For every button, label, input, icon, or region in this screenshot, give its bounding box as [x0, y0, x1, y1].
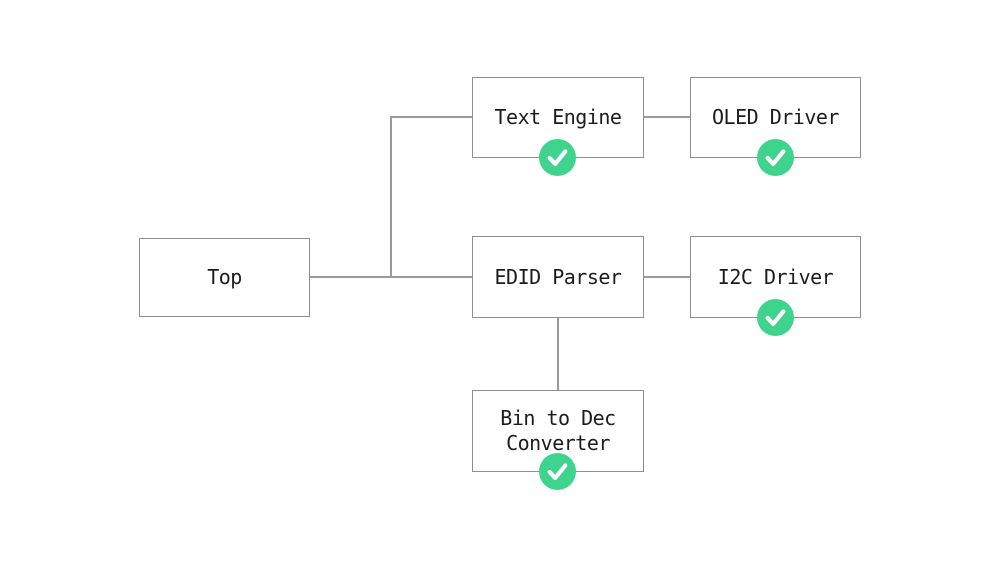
node-top-label: Top: [207, 265, 242, 289]
node-oled-driver[interactable]: OLED Driver: [690, 77, 861, 158]
node-edid-parser-label: EDID Parser: [494, 264, 622, 289]
node-i2c-driver-label: I2C Driver: [717, 264, 834, 289]
connector-edid-parser-to-bin-to-dec: [557, 318, 559, 390]
connector-junction-vertical: [390, 116, 392, 277]
connector-top-to-junction: [310, 276, 472, 278]
node-bin-to-dec-converter-label: Bin to Dec Converter: [500, 406, 616, 455]
checkmark-icon: [539, 139, 576, 176]
connector-text-engine-to-oled-driver: [644, 116, 690, 118]
node-text-engine-label: Text Engine: [494, 105, 622, 129]
checkmark-icon: [757, 139, 794, 176]
node-edid-parser[interactable]: EDID Parser: [472, 236, 644, 318]
connector-edid-parser-to-i2c-driver: [644, 276, 690, 278]
checkmark-icon: [539, 453, 576, 490]
node-top[interactable]: Top: [139, 238, 310, 317]
node-oled-driver-label: OLED Driver: [712, 105, 839, 129]
connector-junction-to-text-engine: [390, 116, 472, 118]
checkmark-icon: [757, 299, 794, 336]
